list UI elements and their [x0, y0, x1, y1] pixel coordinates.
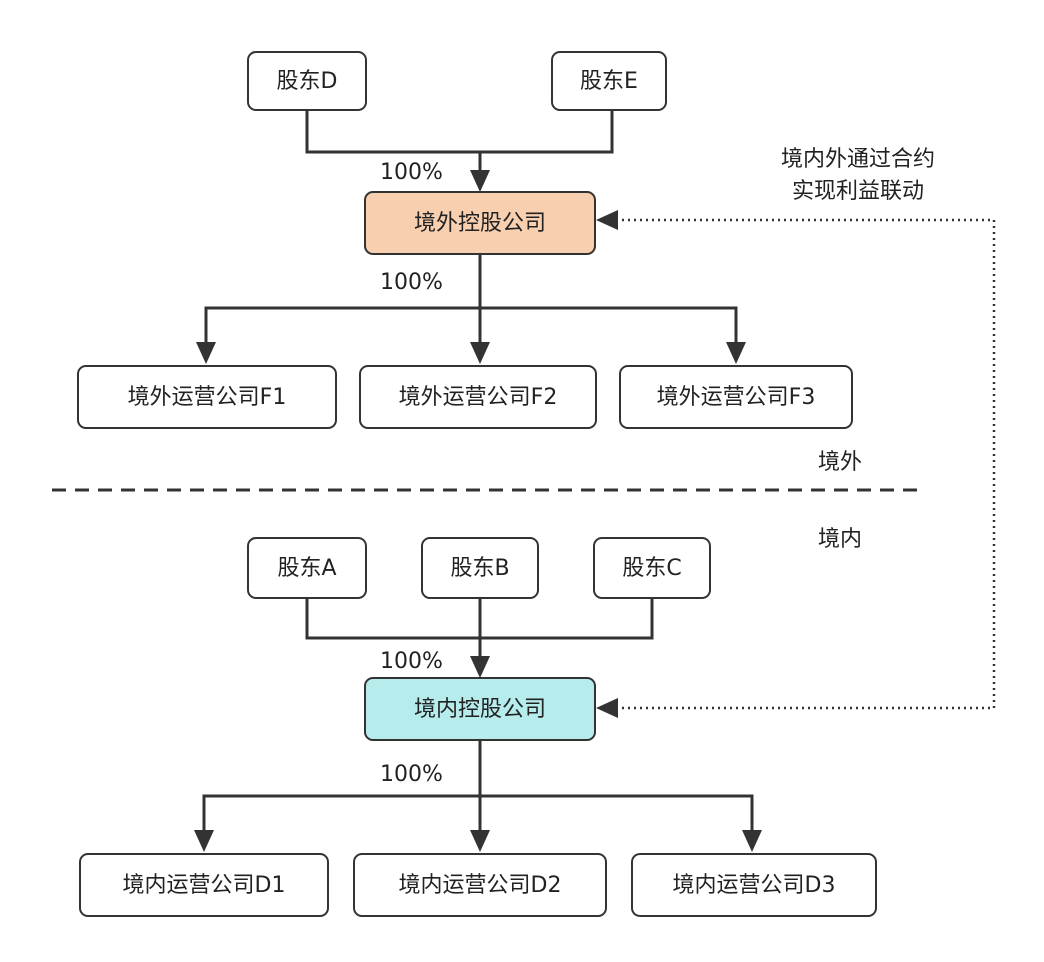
contract-arrowhead-offshore	[596, 210, 618, 230]
offshore-shareholder-bus	[305, 110, 614, 154]
offshore-holding-arrowhead	[470, 170, 490, 192]
offshore-op-f1-node: 境外运营公司F1	[77, 365, 337, 429]
shareholder-b-label: 股东B	[450, 556, 509, 581]
offshore-op-f2-node: 境外运营公司F2	[359, 365, 597, 429]
onshore-holding-arrowhead	[470, 656, 490, 678]
shareholder-d-label: 股东D	[277, 69, 338, 94]
shareholder-c-node: 股东C	[593, 537, 711, 599]
offshore-ops-bus	[204, 306, 738, 344]
offshore-op2-arrowhead	[470, 342, 490, 364]
onshore-op1-arrowhead	[194, 830, 214, 852]
onshore-op-d1-label: 境内运营公司D1	[123, 873, 286, 898]
onshore-op2-arrowhead	[470, 830, 490, 852]
shareholder-d-node: 股东D	[247, 51, 367, 111]
shareholder-c-label: 股东C	[622, 556, 681, 581]
offshore-op-f3-label: 境外运营公司F3	[657, 385, 816, 410]
offshore-holding-node: 境外控股公司	[364, 191, 596, 255]
onshore-ops-pct: 100%	[380, 762, 443, 787]
offshore-op1-arrowhead	[196, 342, 216, 364]
offshore-holding-pct: 100%	[380, 160, 443, 185]
offshore-op3-arrowhead	[726, 342, 746, 364]
contract-note-line-1: 境内外通过合约	[781, 147, 935, 172]
offshore-ops-pct: 100%	[380, 270, 443, 295]
contract-link-line	[616, 218, 996, 710]
shareholder-a-label: 股东A	[277, 556, 336, 581]
onshore-op-d3-label: 境内运营公司D3	[673, 873, 836, 898]
onshore-op-d2-node: 境内运营公司D2	[353, 853, 607, 917]
onshore-op-d1-node: 境内运营公司D1	[79, 853, 329, 917]
shareholder-e-label: 股东E	[580, 69, 638, 94]
onshore-op-d3-node: 境内运营公司D3	[631, 853, 877, 917]
shareholder-b-node: 股东B	[421, 537, 539, 599]
contract-note-line-2: 实现利益联动	[792, 179, 924, 204]
onshore-region-label: 境内	[818, 527, 862, 552]
offshore-op-f2-label: 境外运营公司F2	[399, 385, 558, 410]
onshore-op3-arrowhead	[742, 830, 762, 852]
offshore-op-f3-node: 境外运营公司F3	[619, 365, 853, 429]
onshore-ops-bus	[202, 794, 754, 832]
offshore-op-f1-label: 境外运营公司F1	[128, 385, 287, 410]
shareholder-e-node: 股东E	[551, 51, 667, 111]
onshore-op-d2-label: 境内运营公司D2	[399, 873, 562, 898]
onshore-holding-node: 境内控股公司	[364, 677, 596, 741]
offshore-region-label: 境外	[818, 450, 862, 475]
contract-arrowhead-onshore	[596, 698, 618, 718]
onshore-holding-label: 境内控股公司	[414, 697, 546, 722]
shareholder-a-node: 股东A	[247, 537, 367, 599]
offshore-holding-label: 境外控股公司	[414, 211, 546, 236]
onshore-holding-pct: 100%	[380, 649, 443, 674]
